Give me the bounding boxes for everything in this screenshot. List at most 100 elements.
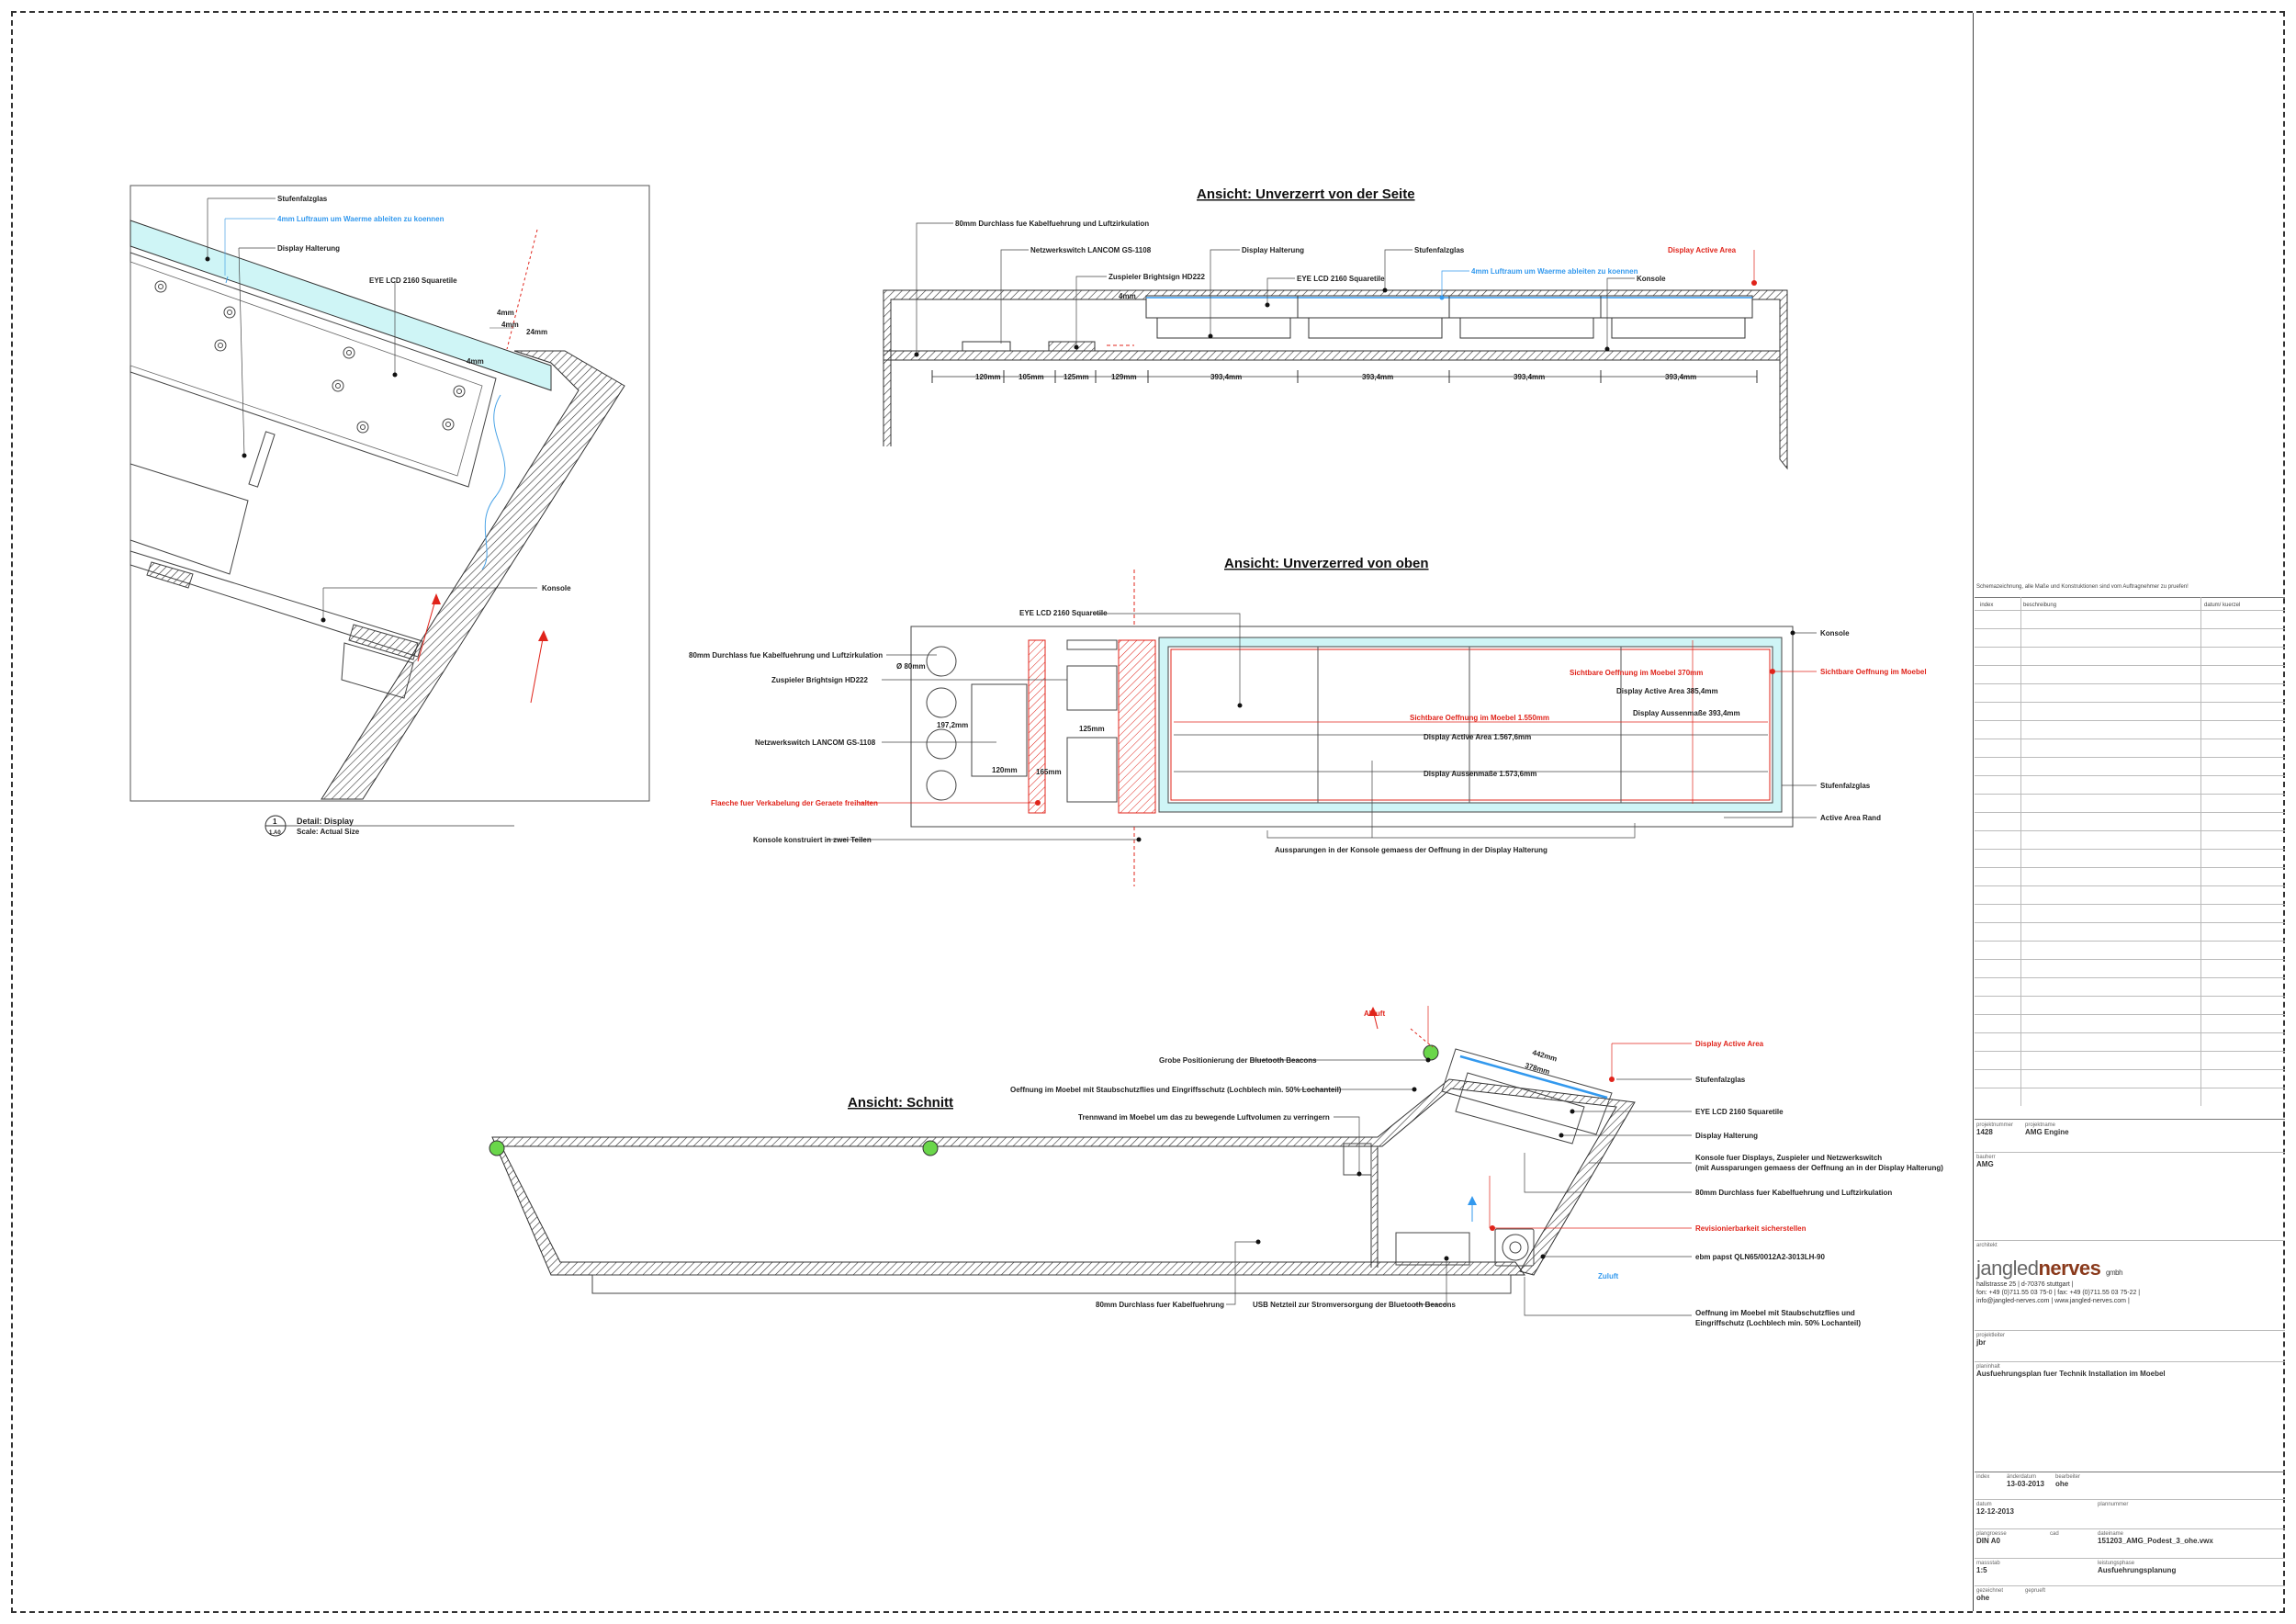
revision-row [1975, 959, 2285, 960]
revision-row [1975, 904, 2285, 905]
geprueft: geprueft [2025, 1588, 2046, 1594]
tb-line-2 [1975, 1152, 2285, 1153]
side-dim-8: 393,4mm [1665, 373, 1696, 381]
titleblock-note: Schemazeichnung, alle Maße und Konstrukt… [1976, 584, 2189, 590]
section-label-oeffnung-bot-1: Oeffnung im Moebel mit Staubschutzflies … [1695, 1309, 1855, 1317]
rev-col-beschreibung: beschreibung [2023, 603, 2057, 608]
top-label-aussen-393: Display Aussenmaße 393,4mm [1633, 709, 1740, 717]
revision-row [1975, 1032, 2285, 1033]
top-label-durchlass: 80mm Durchlass fue Kabelfuehrung und Luf… [689, 651, 883, 660]
side-dim-1: 120mm [975, 373, 1001, 381]
top-dim-d80: Ø 80mm [896, 662, 926, 671]
section-dim-442: 442mm [1531, 1048, 1558, 1063]
side-view: Ansicht: Unverzerrt von der Seite 120mm … [883, 186, 1788, 470]
section-label-zuluft: Zuluft [1598, 1272, 1619, 1280]
architect-address: hallstrasse 25 | d-70376 stuttgart |fon:… [1976, 1281, 2141, 1304]
side-dim-4mm: 4mm [1119, 292, 1136, 300]
detail-sheet: 1.A0 [269, 830, 281, 836]
top-dim-165: 165mm [1036, 768, 1062, 776]
section-title: Ansicht: Schnitt [848, 1095, 953, 1111]
side-label-luftraum: 4mm Luftraum um Waerme ableiten zu koenn… [1471, 267, 1638, 276]
side-dim-2: 105mm [1019, 373, 1044, 381]
tb-line-8 [1975, 1528, 2285, 1529]
section-label-halterung: Display Halterung [1695, 1132, 1758, 1140]
side-label-stufenfalzglas: Stufenfalzglas [1414, 246, 1465, 254]
top-label-sicht-1550: Sichtbare Oeffnung im Moebel 1.550mm [1410, 714, 1549, 722]
side-dim-6: 393,4mm [1362, 373, 1393, 381]
revision-row [1975, 775, 2285, 776]
detail-label-konsole: Konsole [542, 584, 571, 592]
side-title: Ansicht: Unverzerrt von der Seite [1197, 186, 1415, 202]
rev-col-datum: datum/ kuerzel [2204, 603, 2241, 608]
detail-label-eye-lcd: EYE LCD 2160 Squaretile [369, 276, 457, 285]
side-label-eye-lcd: EYE LCD 2160 Squaretile [1297, 275, 1385, 283]
top-label-sicht-370: Sichtbare Oeffnung im Moebel 370mm [1570, 669, 1703, 677]
revision-row [1975, 1014, 2285, 1015]
detail-view: Stufenfalzglas 4mm Luftraum um Waerme ab… [129, 185, 650, 837]
revision-row [1975, 610, 2285, 611]
side-dim-3: 125mm [1064, 373, 1089, 381]
revision-row [1975, 867, 2285, 868]
revision-col-divider [2020, 597, 2021, 1106]
architekt-label: architekt [1976, 1243, 1998, 1248]
section-label-oeffnung-top: Oeffnung im Moebel mit Staubschutzflies … [1010, 1086, 1342, 1094]
top-dim-197: 197,2mm [937, 721, 968, 729]
revision-row [1975, 996, 2285, 997]
top-label-aa-385: Display Active Area 385,4mm [1616, 687, 1718, 695]
section-view: Ansicht: Schnitt [489, 1006, 1943, 1327]
top-view: Ansicht: Unverzerred von oben [689, 556, 1927, 886]
top-label-eye-lcd: EYE LCD 2160 Squaretile [1019, 609, 1108, 617]
revision-row [1975, 628, 2285, 629]
tb-line-5 [1975, 1361, 2285, 1362]
glass-band [129, 220, 552, 391]
section-label-konsole-1: Konsole fuer Displays, Zuspieler und Net… [1695, 1154, 1882, 1162]
cad: cad [2050, 1531, 2059, 1537]
detail-label-stufenfalzglas: Stufenfalzglas [277, 195, 328, 203]
tb-line-1 [1975, 1119, 2285, 1120]
section-label-trennwand: Trennwand im Moebel um das zu bewegende … [1078, 1113, 1330, 1122]
section-label-ebm: ebm papst QLN65/0012A2-3013LH-90 [1695, 1253, 1826, 1261]
section-dim-378: 378mm [1524, 1061, 1550, 1076]
top-label-aussen-1573: Display Aussenmaße 1.573,6mm [1424, 770, 1536, 778]
top-label-aa-1567: Display Active Area 1.567,6mm [1424, 733, 1531, 741]
revision-row [1975, 849, 2285, 850]
detail-dim-4mm-a: 4mm [497, 309, 514, 317]
jangled-nerves-logo: janglednerves gmbh [1976, 1257, 2123, 1280]
tb-line-4 [1975, 1330, 2285, 1331]
tb-line-3 [1975, 1240, 2285, 1241]
top-label-netzwerk: Netzwerkswitch LANCOM GS-1108 [755, 739, 876, 747]
top-label-konsole-zwei: Konsole konstruiert in zwei Teilen [753, 836, 872, 844]
section-label-konsole-2: (mit Aussparungen gemaess der Oeffnung a… [1695, 1164, 1943, 1172]
section-label-active-area: Display Active Area [1695, 1040, 1764, 1048]
revision-row [1975, 885, 2285, 886]
top-label-flaeche: Flaeche fuer Verkabelung der Geraete fre… [711, 799, 878, 807]
tb-line-9 [1975, 1558, 2285, 1559]
top-dim-125: 125mm [1079, 725, 1105, 733]
detail-dim-4mm-b: 4mm [501, 321, 519, 329]
top-label-konsole: Konsole [1820, 629, 1850, 637]
side-label-active-area: Display Active Area [1668, 246, 1737, 254]
detail-dim-4mm-c: 4mm [467, 357, 484, 366]
plannummer: plannummer [2098, 1502, 2129, 1507]
section-label-usb: USB Netzteil zur Stromversorgung der Blu… [1253, 1301, 1456, 1309]
tb-line-7 [1975, 1499, 2285, 1500]
section-label-stufenfalzglas: Stufenfalzglas [1695, 1076, 1746, 1084]
revision-row [1975, 977, 2285, 978]
top-title: Ansicht: Unverzerred von oben [1224, 556, 1429, 571]
revision-row [1975, 665, 2285, 666]
revision-row [1975, 647, 2285, 648]
section-label-beacons: Grobe Positionierung der Bluetooth Beaco… [1159, 1056, 1317, 1065]
top-label-stufenfalzglas: Stufenfalzglas [1820, 782, 1871, 790]
section-label-kabel: 80mm Durchlass fuer Kabelfuehrung [1096, 1301, 1224, 1309]
rev-col-index: index [1980, 603, 1994, 608]
side-label-konsole: Konsole [1637, 275, 1666, 283]
revision-row [1975, 1069, 2285, 1070]
